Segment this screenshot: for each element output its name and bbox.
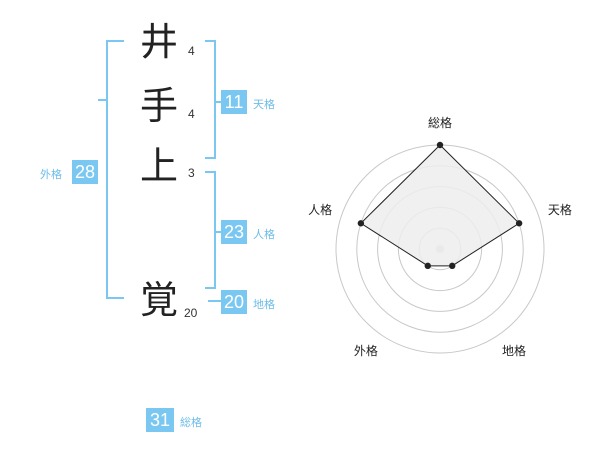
soukaku-value: 31 xyxy=(146,408,174,432)
stroke-count-4: 20 xyxy=(184,306,198,320)
radar-axis-label-3: 地格 xyxy=(502,343,526,358)
jinkaku-label: 人格 xyxy=(253,228,275,241)
radar-series xyxy=(357,141,523,270)
radar-point-1 xyxy=(436,141,444,149)
radar-axis-label-5: 人格 xyxy=(308,202,332,217)
tenkaku-label: 天格 xyxy=(253,98,275,111)
tenkaku-value: 11 xyxy=(221,90,247,114)
name-char-4: 覚 xyxy=(140,278,179,322)
radar-axis-label-4: 外格 xyxy=(354,343,378,358)
radar-point-3 xyxy=(449,262,456,270)
stroke-count-2: 4 xyxy=(188,107,195,121)
soukaku-label: 総格 xyxy=(180,416,202,429)
stroke-count-3: 3 xyxy=(188,166,195,180)
radar-area xyxy=(360,144,520,267)
radar-point-4 xyxy=(424,262,431,270)
chikaku-connector xyxy=(208,300,221,302)
name-char-3: 上 xyxy=(140,144,179,188)
name-char-1: 井 xyxy=(140,20,179,64)
stroke-count-1: 4 xyxy=(188,44,195,58)
radar-axis-label-2: 天格 xyxy=(548,202,572,217)
chikaku-label: 地格 xyxy=(253,298,275,311)
gaikaku-label: 外格 xyxy=(40,168,62,181)
name-char-2: 手 xyxy=(140,84,179,128)
gaikaku-value: 28 xyxy=(72,160,98,184)
radar-point-5 xyxy=(357,220,365,227)
jinkaku-value: 23 xyxy=(221,220,247,244)
radar-axis-label-1: 総格 xyxy=(428,115,452,130)
chikaku-value: 20 xyxy=(221,290,247,314)
radar-point-2 xyxy=(515,220,523,227)
